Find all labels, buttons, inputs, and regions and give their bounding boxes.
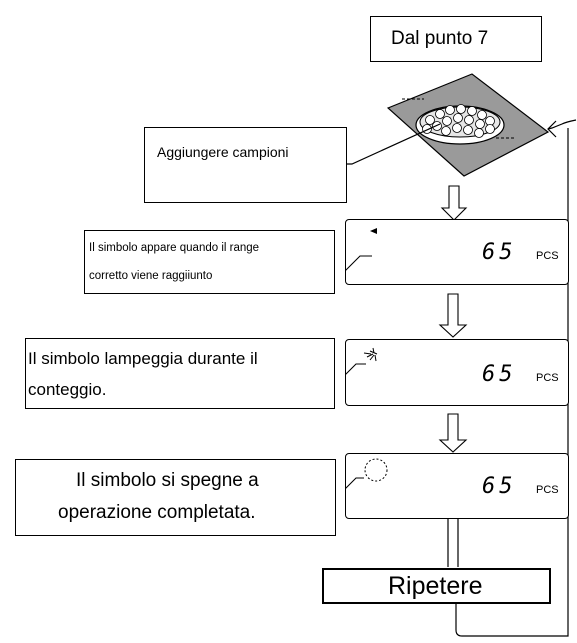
down-arrow-3 <box>438 413 468 453</box>
display-value-2: 65 <box>482 362 517 387</box>
display-value-3: 65 <box>482 474 517 499</box>
loop-arrow-head <box>547 119 577 130</box>
step-symbol-off-box: Il simbolo si spegne a operazione comple… <box>15 459 336 536</box>
step-symbol-off-line1: Il simbolo si spegne a <box>76 470 259 491</box>
loop-return-line <box>455 128 569 637</box>
step-add-samples-text: Aggiungere campioni <box>157 144 289 160</box>
step-add-samples-box: Aggiungere campioni <box>144 127 347 203</box>
symbol-off-indicator-icon <box>346 458 388 489</box>
display-panel-1: 65 PCS <box>345 219 569 285</box>
step-symbol-appears-box: Il simbolo appare quando il range corret… <box>84 230 335 294</box>
blinking-indicator-icon <box>346 347 378 375</box>
step-symbol-blinks-box: Il simbolo lampeggia durante il conteggi… <box>25 338 335 409</box>
repeat-box: Ripetere <box>322 568 551 604</box>
step-symbol-blinks-line2: conteggio. <box>28 380 107 399</box>
display-unit-3: PCS <box>536 484 559 496</box>
display-panel-2: 65 PCS <box>345 339 569 406</box>
display-panel-3: 65 PCS <box>345 453 569 519</box>
down-arrow-1 <box>440 185 468 221</box>
down-arrow-2 <box>438 293 468 338</box>
start-box: Dal punto 7 <box>370 16 542 62</box>
range-indicator-icon <box>346 228 377 271</box>
display-unit-2: PCS <box>536 372 559 384</box>
display-unit-1: PCS <box>536 250 559 262</box>
start-label: Dal punto 7 <box>391 28 489 49</box>
scale-with-samples-icon <box>386 73 550 177</box>
step-symbol-appears-line1: Il simbolo appare quando il range <box>89 242 260 254</box>
step-symbol-off-line2: operazione completata. <box>58 502 256 523</box>
repeat-label: Ripetere <box>388 572 483 600</box>
step-symbol-appears-line2: corretto viene raggiiunto <box>89 270 213 282</box>
display-value-1: 65 <box>482 240 517 265</box>
step-symbol-blinks-line1: Il simbolo lampeggia durante il <box>28 349 258 368</box>
